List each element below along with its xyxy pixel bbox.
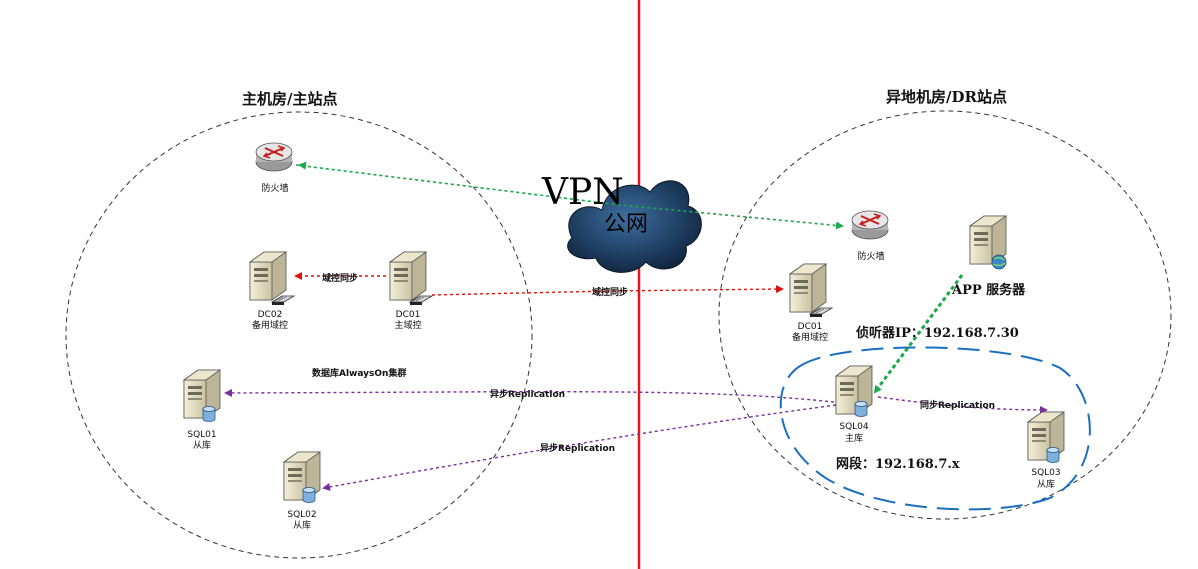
sql04-server-icon	[835, 365, 873, 417]
async-replication-1-label: 异步Replication	[490, 390, 566, 400]
alwayson-cluster-label: 数据库AlwaysOn集群	[312, 369, 407, 379]
sql02-role: 从库	[292, 521, 311, 531]
sql03-name: SQL03	[1031, 468, 1061, 478]
sync-replication-label: 同步Replication	[920, 401, 996, 411]
listener-link-line	[873, 274, 964, 394]
sql04-role: 主库	[844, 434, 863, 444]
dc01-server-icon	[389, 251, 433, 306]
primary-site-title: 主机房/主站点	[242, 90, 338, 108]
internet-cloud-icon	[567, 180, 702, 273]
public-network-label: 公网	[604, 212, 649, 237]
dc01-role: 主域控	[394, 321, 422, 331]
sql01-role: 从库	[192, 441, 211, 451]
dc-sync-remote-label: 域控同步	[592, 288, 629, 298]
dc02-server-icon	[249, 251, 295, 306]
sql02-name: SQL02	[287, 510, 317, 520]
sql03-role: 从库	[1036, 480, 1055, 490]
async-replication-2-label: 异步Replication	[540, 444, 616, 454]
dr-dc01-role: 备用域控	[791, 333, 828, 343]
sql01-name: SQL01	[187, 430, 217, 440]
dr-site-title: 异地机房/DR站点	[886, 88, 1007, 106]
sql03-server-icon	[1027, 411, 1065, 463]
dc01-name: DC01	[395, 310, 421, 320]
dc-sync-local-label: 域控同步	[322, 274, 359, 284]
async-replication-2-line	[322, 404, 837, 491]
sql02-server-icon	[283, 451, 321, 503]
dr-dc01-server-icon	[789, 263, 833, 318]
app-server-label: APP 服务器	[952, 283, 1026, 298]
firewall-dr-icon	[851, 210, 889, 240]
firewall-primary-icon	[255, 142, 293, 172]
sync-replication-line	[877, 396, 1048, 414]
app-server-icon	[969, 215, 1007, 270]
network-segment-boundary	[779, 346, 1091, 511]
sql04-name: SQL04	[839, 422, 869, 432]
dc02-name: DC02	[257, 310, 283, 320]
firewall-dr-label: 防火墙	[857, 252, 885, 262]
vpn-label: VPN	[542, 172, 624, 213]
sql01-server-icon	[183, 369, 221, 422]
network-segment-label: 网段：192.168.7.x	[836, 457, 960, 472]
dr-site-boundary	[718, 110, 1172, 520]
async-replication-1-line	[224, 388, 835, 403]
firewall-primary-label: 防火墙	[261, 184, 289, 194]
dr-dc01-name: DC01	[797, 322, 823, 332]
primary-site-boundary	[65, 111, 533, 559]
listener-ip-label: 侦听器IP：192.168.7.30	[856, 326, 1019, 341]
dc02-role: 备用域控	[251, 321, 288, 331]
